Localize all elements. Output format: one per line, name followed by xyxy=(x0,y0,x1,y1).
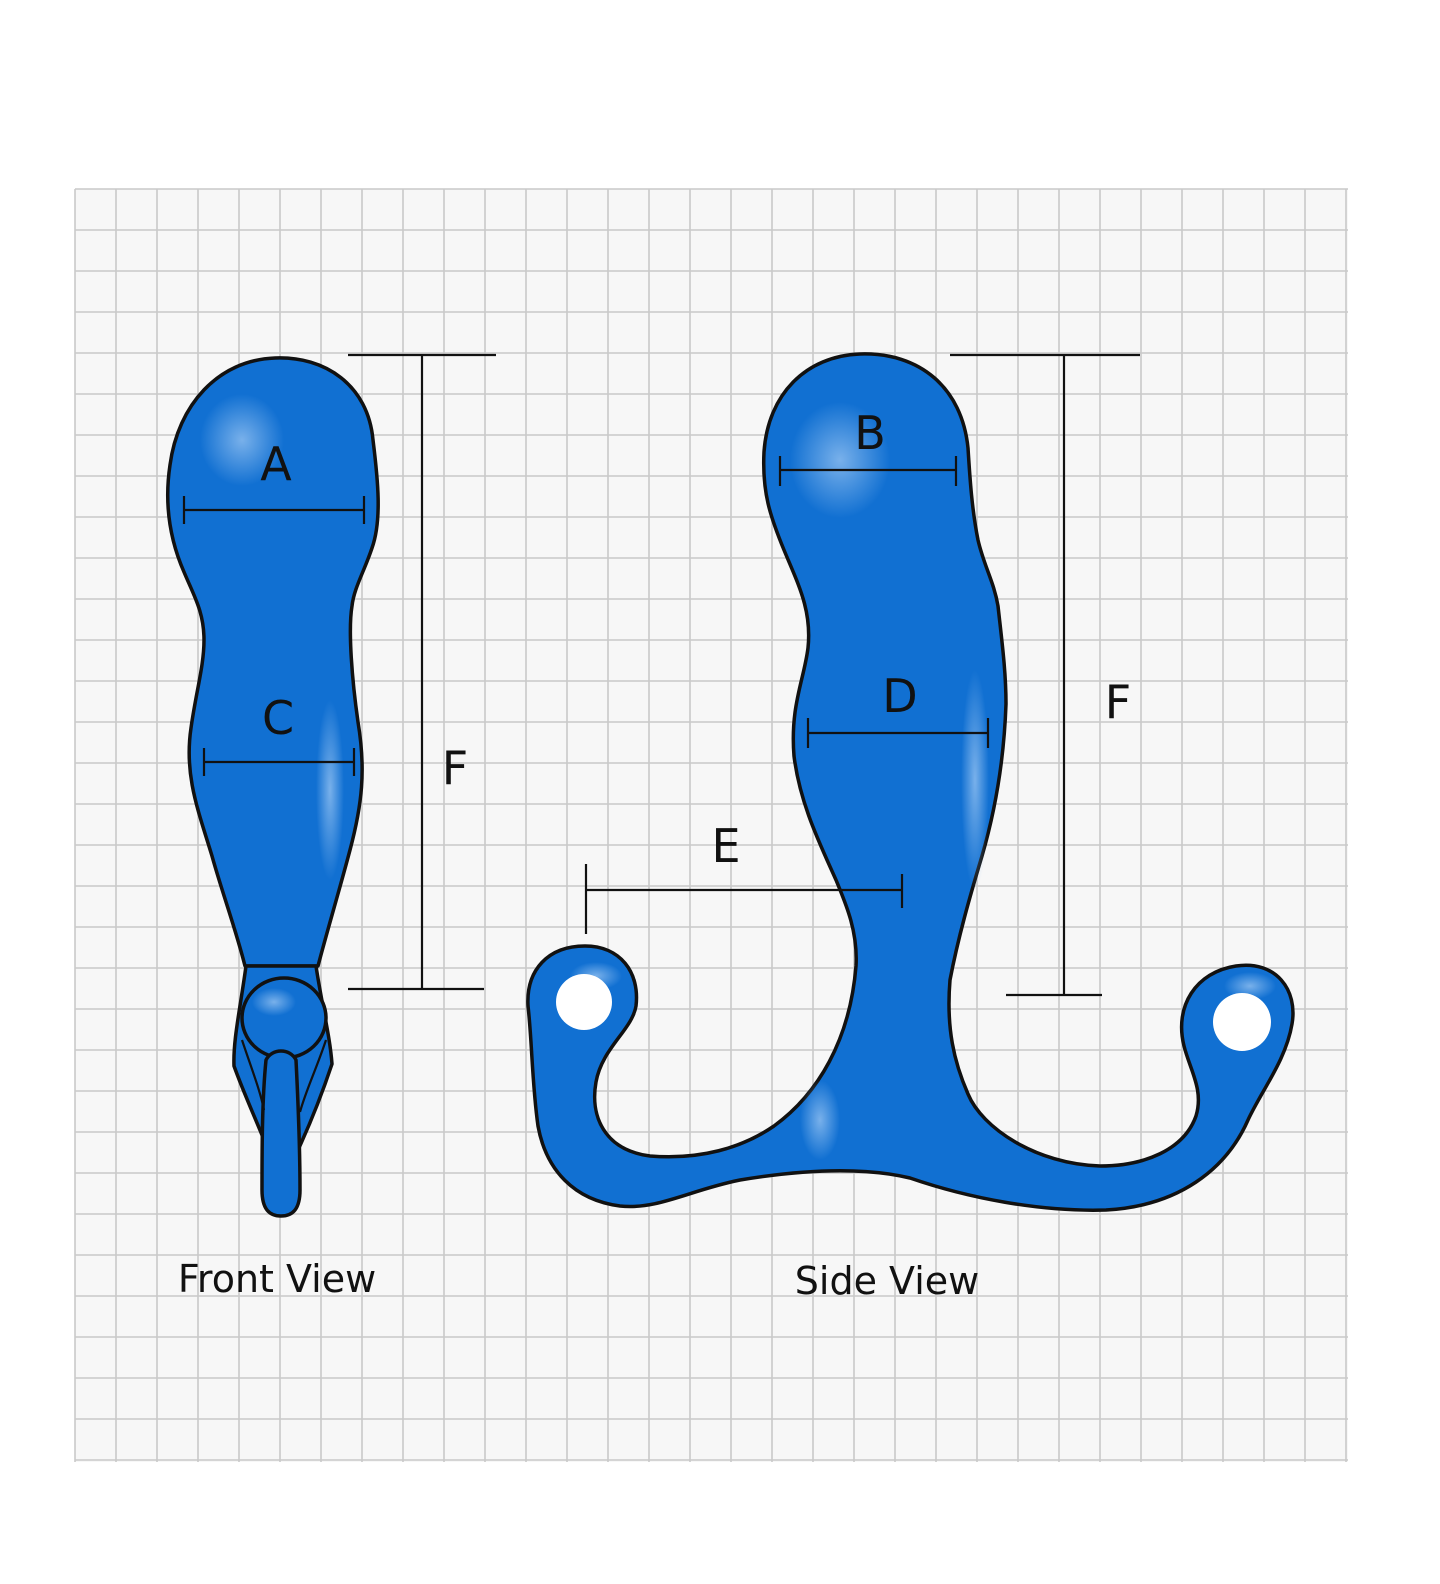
dimension-a-label: A xyxy=(260,437,292,491)
side-view-caption: Side View xyxy=(795,1259,979,1303)
front-knob-highlight xyxy=(252,988,296,1016)
dimension-c: C xyxy=(202,691,356,776)
side-base-highlight xyxy=(800,1080,840,1160)
dimension-d-label: D xyxy=(882,669,917,723)
side-view: B D E F Side View xyxy=(526,352,1295,1303)
dimension-b-label: B xyxy=(854,406,886,460)
side-shaft-highlight xyxy=(961,670,989,890)
side-head-highlight xyxy=(790,402,890,518)
side-left-hole xyxy=(556,974,612,1030)
front-view: A C F Front View xyxy=(165,353,496,1301)
dimension-c-label: C xyxy=(262,691,294,745)
dimension-f-side: F xyxy=(950,353,1140,997)
dimension-f-front: F xyxy=(348,353,496,991)
dimension-e-label: E xyxy=(711,819,740,873)
front-head-highlight xyxy=(200,394,284,486)
dimension-a: A xyxy=(182,437,366,524)
dimension-f-front-label: F xyxy=(442,741,468,795)
dimension-b: B xyxy=(778,406,958,486)
side-right-loop-highlight xyxy=(1224,972,1276,1000)
dimension-d: D xyxy=(806,669,990,748)
dimension-f-side-label: F xyxy=(1105,675,1131,729)
front-view-flap-edges xyxy=(240,1039,328,1113)
dimension-e: E xyxy=(584,819,904,934)
side-right-hole xyxy=(1213,993,1271,1051)
front-view-caption: Front View xyxy=(178,1257,376,1301)
front-shaft-highlight xyxy=(316,700,344,880)
front-view-tail xyxy=(260,1049,302,1218)
